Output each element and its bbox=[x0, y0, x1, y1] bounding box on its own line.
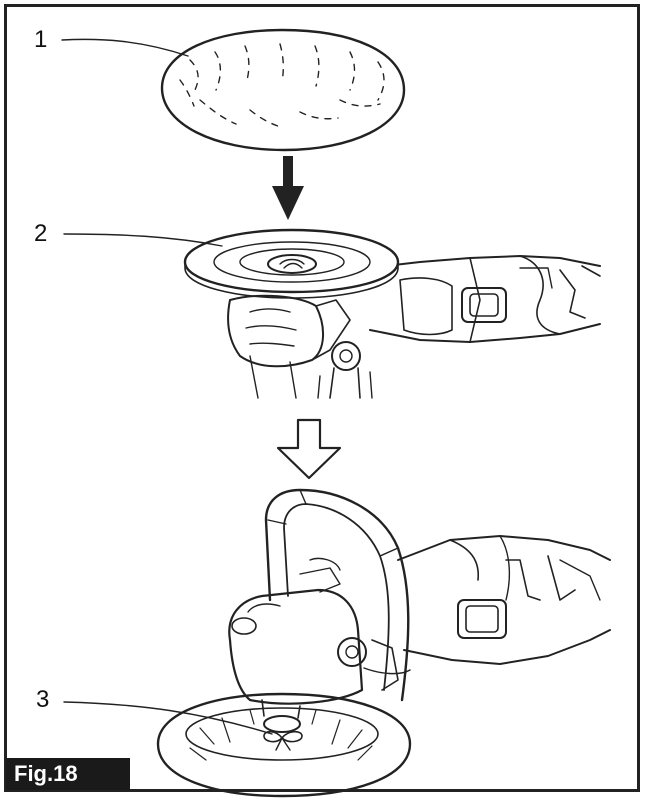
figure-label: Fig.18 bbox=[6, 758, 130, 790]
callout-number-3: 3 bbox=[36, 686, 50, 713]
down-arrow-icon bbox=[272, 156, 304, 220]
hollow-down-arrow-icon bbox=[276, 418, 342, 480]
callout-number-2: 2 bbox=[34, 220, 48, 247]
polishing-bonnet bbox=[160, 28, 406, 152]
callout-leader-2 bbox=[63, 233, 223, 247]
callout-number-1: 1 bbox=[34, 26, 48, 53]
figure-frame bbox=[4, 4, 640, 792]
polisher-assembled-view bbox=[156, 488, 611, 798]
callout-leader-3 bbox=[63, 701, 273, 735]
callout-leader-1 bbox=[61, 38, 189, 57]
polisher-upper-view bbox=[183, 228, 601, 399]
